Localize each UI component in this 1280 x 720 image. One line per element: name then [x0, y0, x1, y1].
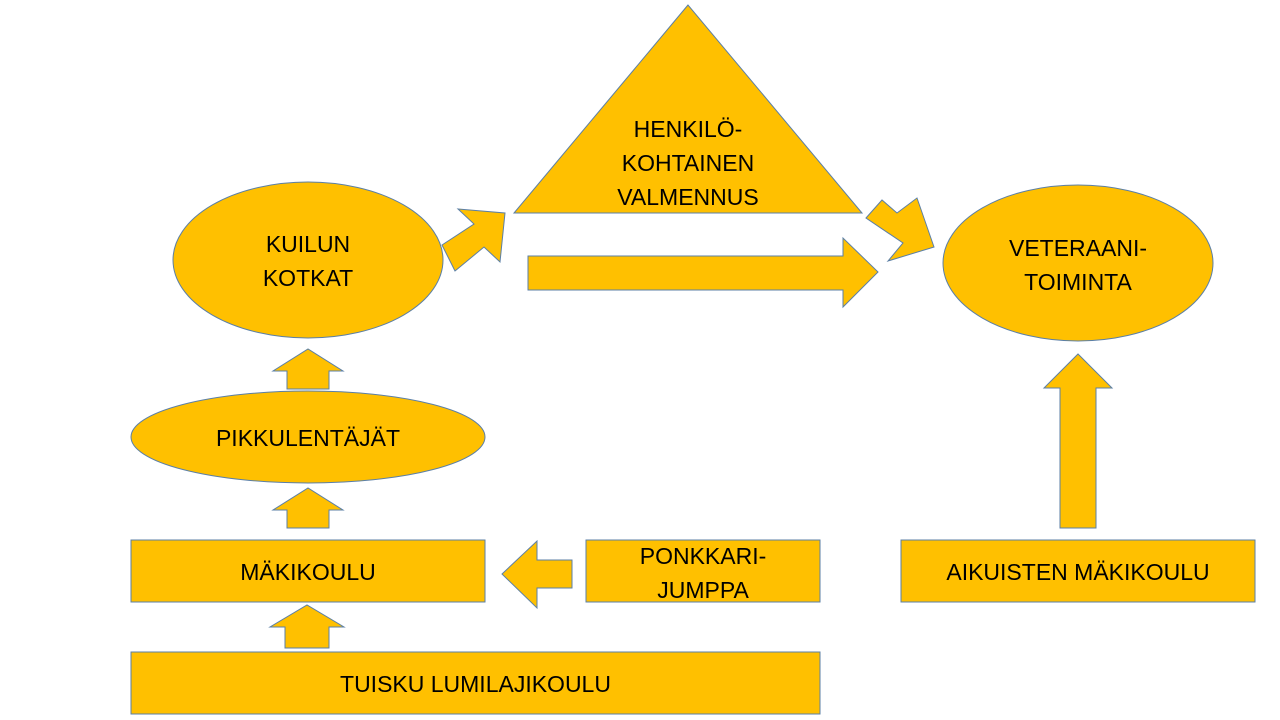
veteraanitoiminta-ellipse — [942, 184, 1214, 342]
arrow-pikkulentajat-to-kuilun-kotkat — [271, 348, 345, 390]
arrow-henkilokohtainen-to-veteraanitoiminta — [865, 197, 935, 262]
tuisku-box — [130, 651, 821, 715]
arrow-makikoulu-to-pikkulentajat — [271, 487, 345, 529]
arrow-tuisku-to-makikoulu — [268, 604, 346, 649]
pikkulentajat-ellipse — [130, 390, 486, 484]
makikoulu-box — [130, 539, 486, 603]
ponkkarijumppa-box — [585, 539, 821, 603]
arrow-aikuisten-to-veteraanitoiminta — [1042, 353, 1114, 529]
henkilokohtainen-triangle — [512, 4, 864, 214]
arrow-ponkkarijumppa-to-makikoulu — [501, 539, 573, 610]
kuilun-kotkat-ellipse — [172, 181, 444, 339]
arrow-kuilun-kotkat-to-veteraanitoiminta — [527, 236, 879, 309]
aikuisten-makikoulu-box — [900, 539, 1256, 603]
arrow-kuilun-kotkat-to-henkilokohtainen — [441, 208, 506, 272]
